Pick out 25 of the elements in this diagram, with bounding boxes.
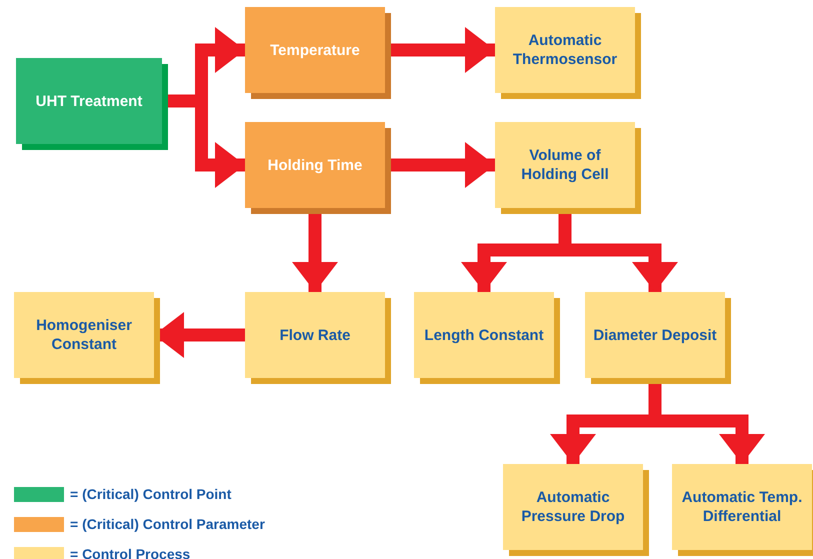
legend-text: = (Critical) Control Parameter (70, 515, 265, 534)
legend-text: = (Critical) Control Point (70, 485, 232, 504)
control-process-box (245, 292, 385, 378)
node-label: Volume of Holding Cell (520, 146, 610, 184)
legend-text: = Control Process (70, 545, 190, 559)
node-label: Diameter Deposit (593, 326, 717, 344)
node-label: Automatic Thermosensor (512, 31, 618, 69)
control-parameter-box (245, 7, 385, 93)
node-label: Length Constant (424, 326, 544, 344)
control-process-box (495, 7, 635, 93)
control-point-box (16, 58, 162, 144)
node-label: Temperature (270, 40, 360, 60)
control-process-box (672, 464, 812, 550)
node-label: UHT Treatment (36, 92, 142, 110)
node-label: Automatic Pressure Drop (520, 488, 626, 526)
control-process-box (414, 292, 554, 378)
node-label: Automatic Temp. Differential (680, 488, 804, 526)
control-process-box (585, 292, 725, 378)
node-label: Holding Time (268, 156, 362, 174)
node-label: Flow Rate (280, 326, 350, 344)
control-process-box (14, 292, 154, 378)
node-label: Homogeniser Constant (35, 316, 133, 354)
control-parameter-box (245, 122, 385, 208)
control-process-box (495, 122, 635, 208)
control-process-box (503, 464, 643, 550)
